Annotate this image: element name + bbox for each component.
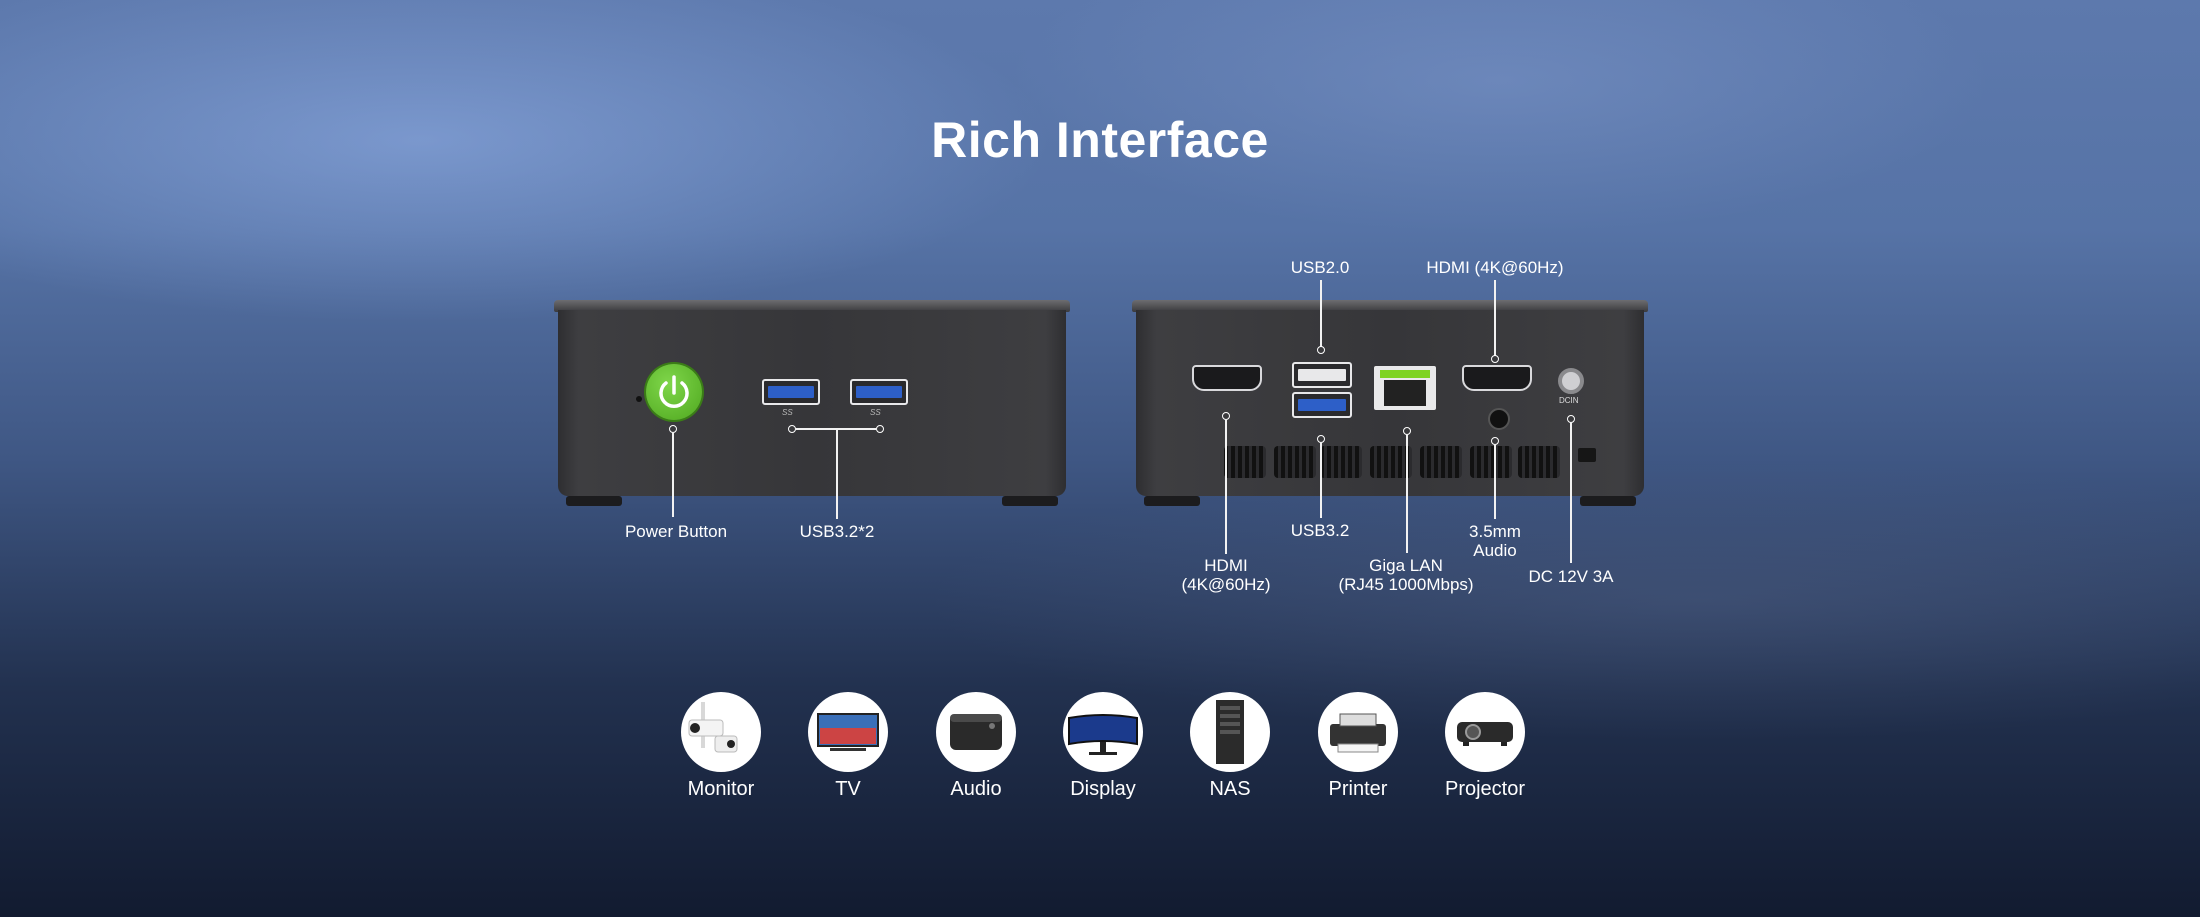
kensington-lock (1578, 448, 1596, 462)
vent (1470, 446, 1512, 478)
mini-pc-front: SS SS (554, 300, 1070, 506)
callout-dot (876, 425, 884, 433)
device-foot (1144, 496, 1200, 506)
callout-line (1225, 420, 1227, 554)
callout-line (1320, 443, 1322, 518)
vent (1518, 446, 1560, 478)
hdmi-bottom-label: HDMI (4K@60Hz) (1166, 556, 1286, 594)
vent (1274, 446, 1316, 478)
power-button[interactable] (646, 364, 702, 420)
usb32-label: USB3.2 (1290, 521, 1350, 540)
power-icon (659, 375, 689, 408)
usb3-port-front-2 (850, 379, 908, 405)
usb-ss-mark: SS (870, 408, 881, 417)
nas-server-icon (1216, 700, 1244, 764)
usb20-label: USB2.0 (1290, 258, 1350, 277)
usb32-port-back (1292, 392, 1352, 418)
device-label-tv: TV (835, 778, 861, 800)
device-circle-monitor (681, 692, 761, 772)
vent (1320, 446, 1362, 478)
hdmi-port-1 (1192, 365, 1262, 391)
device-label-projector: Projector (1444, 778, 1526, 800)
device-foot (1580, 496, 1636, 506)
device-foot (1002, 496, 1058, 506)
lan-led (1380, 370, 1430, 378)
hdmi-bottom-label-line1: HDMI (1204, 556, 1248, 575)
callout-line (1406, 435, 1408, 553)
callout-line (672, 433, 674, 517)
device-circle-audio (936, 692, 1016, 772)
usb3-port-front-1 (762, 379, 820, 405)
audio-label-line1: 3.5mm (1469, 522, 1521, 541)
usb32x2-label: USB3.2*2 (799, 522, 875, 541)
callout-dot (669, 425, 677, 433)
audio-label: 3.5mm Audio (1440, 522, 1550, 560)
device-circle-display (1063, 692, 1143, 772)
callout-line (1320, 280, 1322, 348)
lan-port (1374, 366, 1436, 410)
curved-display-icon (1068, 714, 1138, 755)
dc-in-port (1558, 368, 1584, 394)
mini-pc-back: DCIN (1132, 300, 1648, 506)
lan-label: Giga LAN (RJ45 1000Mbps) (1326, 556, 1486, 594)
callout-line (1494, 445, 1496, 519)
security-camera-icon (688, 702, 738, 753)
hdmi-port-2 (1462, 365, 1532, 391)
callout-dot (788, 425, 796, 433)
callout-dot (1491, 355, 1499, 363)
lan-socket (1384, 380, 1426, 406)
tv-icon (817, 713, 879, 751)
callout-line (1570, 423, 1572, 563)
audio-label-line2: Audio (1473, 541, 1517, 560)
device-label-display: Display (1070, 778, 1136, 800)
callout-dot (1317, 435, 1325, 443)
callout-line (836, 429, 838, 519)
device-circle-nas (1190, 692, 1270, 772)
device-circle-projector (1445, 692, 1525, 772)
hdmi-bottom-label-line2: (4K@60Hz) (1181, 575, 1271, 594)
device-lid (554, 300, 1070, 312)
callout-line (1494, 280, 1496, 358)
device-circle-printer (1318, 692, 1398, 772)
callout-dot (1317, 346, 1325, 354)
power-button-label: Power Button (624, 522, 728, 541)
callout-dot (1491, 437, 1499, 445)
vent (1420, 446, 1462, 478)
vent (1370, 446, 1412, 478)
dc-label: DC 12V 3A (1528, 567, 1614, 586)
device-foot (566, 496, 622, 506)
audio-jack (1488, 408, 1510, 430)
hdmi-top-label: HDMI (4K@60Hz) (1426, 258, 1564, 277)
callout-dot (1403, 427, 1411, 435)
device-label-printer: Printer (1328, 778, 1388, 800)
speaker-icon (950, 714, 1002, 750)
device-label-audio: Audio (950, 778, 1002, 800)
usb-ss-mark: SS (782, 408, 793, 417)
device-label-monitor: Monitor (687, 778, 755, 800)
device-lid (1132, 300, 1648, 312)
vent (1224, 446, 1266, 478)
power-led (636, 396, 642, 402)
page-title: Rich Interface (931, 112, 1269, 168)
device-label-nas: NAS (1209, 778, 1251, 800)
usb2-port (1292, 362, 1352, 388)
lan-label-line1: Giga LAN (1369, 556, 1443, 575)
callout-dot (1567, 415, 1575, 423)
lan-label-line2: (RJ45 1000Mbps) (1338, 575, 1474, 594)
device-circle-tv (808, 692, 888, 772)
callout-dot (1222, 412, 1230, 420)
dcin-mark: DCIN (1559, 396, 1579, 405)
projector-icon (1457, 722, 1513, 746)
printer-icon (1330, 713, 1386, 753)
